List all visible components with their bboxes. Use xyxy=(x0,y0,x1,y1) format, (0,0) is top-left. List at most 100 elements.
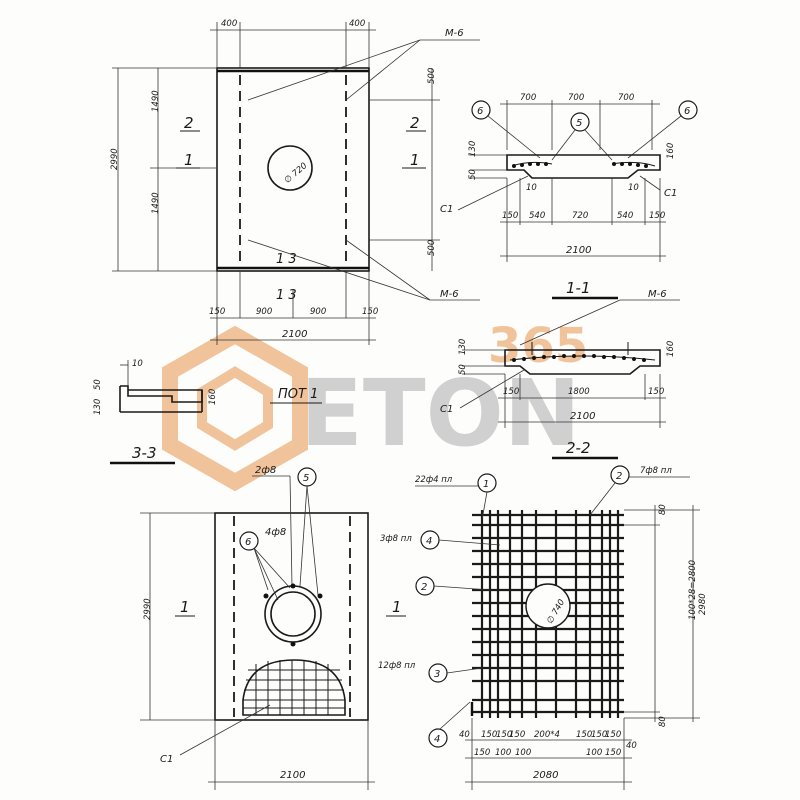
s11-bottom-dim-4: 540 xyxy=(617,211,633,221)
s11-profile xyxy=(506,154,661,179)
section-1-right: 1 xyxy=(410,151,420,169)
plan-hole-label: ∅ 720 xyxy=(283,161,310,186)
s22-dim-left-1: 50 xyxy=(458,364,468,375)
s33-profile xyxy=(120,385,203,403)
elev-callout-6 xyxy=(239,531,259,551)
svg-text:150: 150 xyxy=(481,730,497,740)
mesh-label-3: 12ф8 пл xyxy=(378,661,416,671)
s22-dim-left-2: 130 xyxy=(458,339,468,355)
watermark-word: ETON xyxy=(300,360,581,467)
plan-bottom-dim-3: 900 xyxy=(310,307,326,317)
svg-text:4: 4 xyxy=(434,734,440,745)
mesh-total: 2080 xyxy=(533,770,558,781)
watermark-hexagon-inner xyxy=(197,366,273,451)
plan-insert-bottom: М-6 xyxy=(440,289,459,300)
svg-text:6: 6 xyxy=(684,106,690,117)
mesh-dim-right-total: 2980 xyxy=(698,593,708,615)
svg-text:6: 6 xyxy=(245,537,251,548)
s22-dim-right: 160 xyxy=(666,341,676,357)
mesh-bottom-dims-top: 40 150 150 150 200*4 150 150 150 40 xyxy=(459,730,637,751)
s11-rebar-dots xyxy=(512,162,648,168)
elev-dim-left: 2990 xyxy=(143,598,153,620)
mesh-label-1: 22ф4 пл xyxy=(415,475,453,485)
svg-text:6: 6 xyxy=(477,106,483,117)
plan-dim-lower: 1490 xyxy=(151,192,161,214)
s22-bottom-dim-3: 150 xyxy=(648,387,664,397)
section-3-bottom: 1 3 xyxy=(276,288,297,303)
svg-text:5: 5 xyxy=(303,473,309,484)
s11-c1-right: С1 xyxy=(664,188,677,199)
s11-callout-6-left xyxy=(471,100,491,120)
s11-title: 1-1 xyxy=(566,279,591,297)
mesh-bottom-dims-low: 150 100 100 100 150 xyxy=(474,748,621,758)
elev-mesh-c1 xyxy=(242,659,346,716)
s11-bottom-dim-2: 540 xyxy=(529,211,545,221)
s11-callout-5 xyxy=(570,112,590,132)
s11-bottom-dim-1: 150 xyxy=(502,211,518,221)
s22-title: 2-2 xyxy=(566,439,591,457)
plan-outline xyxy=(216,67,370,272)
s22-c1: С1 xyxy=(440,404,453,415)
s22-bottom-dim-1: 150 xyxy=(503,387,519,397)
elevation-view: 2ф8 5 4ф8 6 2990 1 1 С1 2100 xyxy=(140,465,406,790)
plan-dim-upper: 1490 xyxy=(151,90,161,112)
plan-hole xyxy=(267,145,313,191)
svg-text:150: 150 xyxy=(591,730,607,740)
elev-c1: С1 xyxy=(160,754,173,765)
watermark: 365 ETON xyxy=(162,318,588,492)
section-2-right: 2 xyxy=(410,114,420,132)
mesh-view: ∅ 740 22ф4 пл 1 7ф8 пл 2 3ф8 пл 4 2 12ф8… xyxy=(378,465,708,790)
s22-insert: М-6 xyxy=(648,289,667,300)
plan-bottom-dim-1: 150 xyxy=(209,307,225,317)
svg-text:100: 100 xyxy=(586,748,602,758)
svg-text:150: 150 xyxy=(496,730,512,740)
plan-view: ∅ 720 400 400 М-6 М-6 2990 1490 1490 500… xyxy=(110,19,480,345)
section-2-left: 2 xyxy=(184,114,194,132)
elev-hole-inner xyxy=(270,591,316,637)
svg-text:150: 150 xyxy=(605,730,621,740)
plan-bottom-dim-2: 900 xyxy=(256,307,272,317)
mesh-dim-right-bottom: 80 xyxy=(658,716,668,727)
s33-title: 3-3 xyxy=(132,444,157,462)
s33-dim-left-2: 50 xyxy=(93,379,103,390)
s33-dim-top: 10 xyxy=(132,359,143,369)
s11-small-dim-2: 10 xyxy=(628,183,639,193)
svg-text:150: 150 xyxy=(605,748,621,758)
s11-small-dim-1: 10 xyxy=(526,183,537,193)
elev-label-2f8: 2ф8 xyxy=(255,465,276,476)
svg-text:1: 1 xyxy=(483,479,489,490)
svg-text:100: 100 xyxy=(495,748,511,758)
dim-top-right: 400 xyxy=(349,19,365,29)
svg-text:4: 4 xyxy=(426,536,432,547)
svg-text:40: 40 xyxy=(459,730,470,740)
section-1-left: 1 xyxy=(184,151,194,169)
svg-text:40: 40 xyxy=(626,741,637,751)
s33-label: ПОТ 1 xyxy=(278,387,318,402)
svg-text:150: 150 xyxy=(509,730,525,740)
s11-dim-right: 160 xyxy=(666,143,676,159)
s22-bottom-dim-2: 1800 xyxy=(568,387,590,397)
svg-text:2: 2 xyxy=(421,582,427,593)
svg-text:5: 5 xyxy=(576,118,582,129)
s11-callout-6-right xyxy=(678,100,698,120)
s22-total: 2100 xyxy=(570,411,595,422)
plan-insert-label: М-6 xyxy=(445,28,464,39)
svg-text:100: 100 xyxy=(515,748,531,758)
s22-profile xyxy=(504,349,661,375)
elev-label-4f8: 4ф8 xyxy=(265,527,286,538)
plan-bottom-dim-4: 150 xyxy=(362,307,378,317)
mesh-dim-right-mid: 100*28=2800 xyxy=(688,560,698,620)
mesh-label-4: 3ф8 пл xyxy=(380,534,412,544)
s11-bottom-dim-5: 150 xyxy=(649,211,665,221)
s22-rebar-dots xyxy=(512,354,646,362)
elev-section-left: 1 xyxy=(180,598,190,616)
svg-text:3: 3 xyxy=(434,669,440,680)
svg-text:200*4: 200*4 xyxy=(534,730,560,740)
svg-text:150: 150 xyxy=(474,748,490,758)
elev-mesh-grid xyxy=(243,660,345,715)
plan-dim-total: 2990 xyxy=(110,148,120,170)
section-3-top: 1 3 xyxy=(276,252,297,267)
s11-dim-left-1: 50 xyxy=(468,169,478,180)
